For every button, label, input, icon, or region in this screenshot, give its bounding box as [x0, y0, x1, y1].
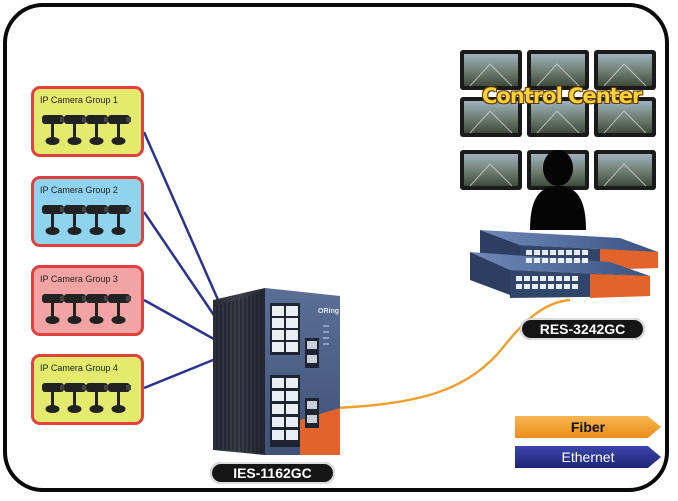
- camera-group-2: IP Camera Group 2: [31, 176, 144, 247]
- ip-camera-icon: [86, 205, 109, 235]
- ip-camera-icon: [64, 294, 87, 324]
- ip-camera-icon: [86, 383, 109, 413]
- ip-camera-icon: [64, 383, 87, 413]
- ethernet-link-group-3: [143, 298, 222, 345]
- ip-camera-icon: [108, 383, 131, 413]
- ip-camera-icon: [86, 294, 109, 324]
- industrial-switch-label: IES-1162GC: [210, 462, 335, 484]
- camera-group-1: IP Camera Group 1: [31, 86, 144, 157]
- switch-brand-mark: ORing: [318, 308, 339, 315]
- camera-group-4: IP Camera Group 4: [31, 354, 144, 425]
- ethernet-link-group-4: [143, 356, 219, 390]
- ip-camera-icon: [42, 205, 65, 235]
- rack-switch-label: RES-3242GC: [520, 318, 645, 340]
- camera-group-label: IP Camera Group 4: [40, 363, 118, 373]
- camera-group-label: IP Camera Group 2: [40, 185, 118, 195]
- ip-camera-icon: [86, 115, 109, 145]
- ip-camera-icon: [64, 115, 87, 145]
- camera-icon-row: [42, 383, 131, 413]
- ethernet-link-group-1: [142, 131, 228, 319]
- camera-icon-row: [42, 205, 131, 235]
- camera-group-label: IP Camera Group 3: [40, 274, 118, 284]
- control-center: [460, 50, 656, 230]
- ip-camera-icon: [108, 294, 131, 324]
- ip-camera-icon: [42, 294, 65, 324]
- camera-icon-row: [42, 115, 131, 145]
- ip-camera-icon: [42, 383, 65, 413]
- ethernet-link-group-2: [142, 211, 226, 331]
- ip-camera-icon: [108, 205, 131, 235]
- ethernet-links: [142, 131, 228, 390]
- ip-camera-icon: [42, 115, 65, 145]
- fiber-link: [329, 298, 571, 410]
- camera-group-label: IP Camera Group 1: [40, 95, 118, 105]
- ip-camera-icon: [64, 205, 87, 235]
- ip-camera-icon: [108, 115, 131, 145]
- legend-fiber: Fiber: [515, 416, 661, 438]
- operator-silhouette: [530, 150, 586, 230]
- camera-group-3: IP Camera Group 3: [31, 265, 144, 336]
- industrial-switch: ORing: [213, 288, 340, 455]
- legend-ethernet: Ethernet: [515, 446, 661, 468]
- control-center-label: Control Center: [482, 84, 642, 108]
- rack-switch: [470, 230, 658, 298]
- camera-icon-row: [42, 294, 131, 324]
